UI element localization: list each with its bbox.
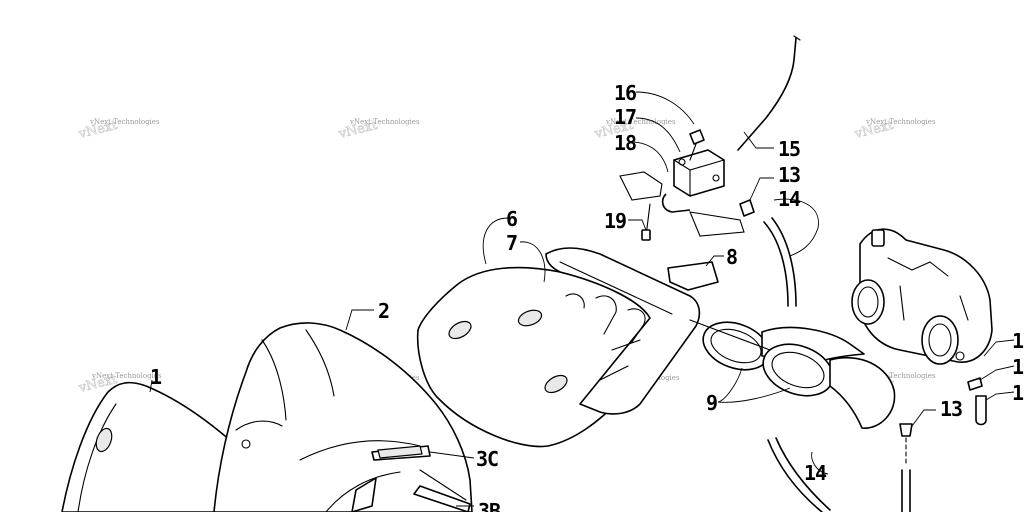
- callout-2: 2: [378, 299, 389, 323]
- watermark-text: vNext Technologies: [91, 372, 162, 380]
- callout-labels: 1 2 3B 3C 6 7 8 9 10 11 11 13 13 14 14 1…: [150, 81, 1024, 512]
- sensor-bracket-assembly: [619, 129, 745, 241]
- throttle-body-assembly: [851, 228, 993, 365]
- part-3c-foam-strip: [371, 445, 431, 461]
- part-7-filter-cage: [545, 247, 701, 415]
- callout-14-lower: 14: [804, 461, 827, 485]
- callout-9: 9: [706, 391, 717, 415]
- callout-1: 1: [150, 365, 162, 389]
- part-8-label: [667, 261, 719, 291]
- part-11-clip: [967, 377, 983, 391]
- watermark: vNext vNext Technologies: [76, 117, 160, 142]
- part-14-hose-lower: [767, 437, 911, 512]
- callout-11: 11: [1012, 355, 1024, 379]
- part-14-hose: [763, 217, 797, 307]
- part-13-clamp: [739, 199, 755, 217]
- callout-16: 16: [614, 81, 636, 105]
- part-12-cap: [975, 395, 987, 426]
- callout-17: 17: [614, 105, 636, 129]
- callout-3c: 3C: [476, 447, 498, 471]
- callout-14: 14: [778, 187, 801, 211]
- callout-8: 8: [726, 245, 737, 269]
- watermark-text: vNext Technologies: [89, 118, 160, 126]
- part-3b-foam-strip: [413, 485, 471, 512]
- callout-7: 7: [506, 231, 517, 255]
- watermark: vNext vNext Technologies: [336, 117, 420, 142]
- callout-15: 15: [778, 137, 800, 161]
- watermark-text: vNext Technologies: [349, 118, 420, 126]
- mesh-grille-icon: [95, 427, 113, 453]
- watermark-text: vNext Technologies: [605, 118, 676, 126]
- callout-6: 6: [506, 207, 517, 231]
- watermark-text: vNext Technologies: [865, 118, 936, 126]
- callout-3b: 3B: [478, 499, 501, 512]
- callout-13: 13: [778, 163, 800, 187]
- callout-18: 18: [614, 131, 636, 155]
- callout-19: 19: [604, 209, 626, 233]
- callout-11-second: 11: [1012, 381, 1024, 405]
- part-13-clamp-lower: [899, 423, 913, 437]
- part-2-airbox-housing: [213, 322, 473, 512]
- watermark: vNext vNext Technologies: [852, 117, 936, 142]
- callout-10: 10: [1012, 329, 1024, 353]
- part-9-intake-boots: [689, 319, 896, 429]
- watermark-text: vNext Technologies: [865, 372, 936, 380]
- callout-13-lower: 13: [940, 397, 962, 421]
- leader-lines: [149, 91, 1015, 507]
- part-15-cable: [737, 35, 801, 151]
